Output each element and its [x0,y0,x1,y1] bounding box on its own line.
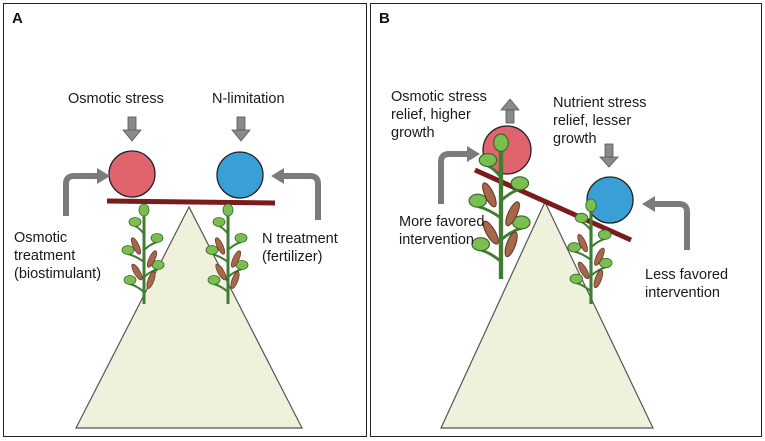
text-line: (biostimulant) [14,266,102,282]
down-arrow-icon [599,143,619,168]
nutrient-stress-ball [586,176,634,224]
balance-beam [106,198,276,206]
osmotic-relief-label: Osmotic stress relief, higher growth [391,88,487,142]
up-arrow-icon [500,98,520,124]
treatment-arrow-left-icon [63,168,110,216]
panel-b: B Osmotic stress rel [370,3,762,437]
nutrient-relief-label: Nutrient stress relief, lesser growth [553,94,646,148]
treatment-arrow-right-icon [271,168,321,220]
text-line: Osmotic [14,230,68,246]
less-favored-intervention-arrow-icon [642,196,690,250]
text-line: N treatment [262,231,338,247]
panel-b-diagram [438,98,690,429]
n-limitation-label: N-limitation [212,91,285,107]
fulcrum-triangle [440,200,654,429]
n-treatment-label: N treatment (fertilizer) [262,230,338,266]
nitrogen-limitation-ball [216,151,264,199]
favored-intervention-arrow-icon [438,146,480,204]
osmotic-treatment-label: Osmotic treatment (biostimulant) [14,229,101,283]
text-line: growth [391,125,435,141]
more-favored-label: More favored intervention [399,213,484,249]
text-line: treatment [14,248,76,264]
osmotic-stress-ball [108,150,156,198]
panel-a-diagram [63,116,321,429]
text-line: intervention [399,232,474,248]
panel-b-label: B [379,10,390,27]
text-line: growth [553,131,597,147]
plant-illustration [468,133,531,279]
plant-illustration [205,203,249,304]
osmotic-stress-label: Osmotic stress [68,91,164,107]
panel-a-label: A [12,10,23,27]
plant-illustration [567,198,613,304]
less-favored-label: Less favored intervention [645,266,728,302]
down-arrow-icon [231,116,251,142]
text-line: More favored [399,214,485,230]
fulcrum-triangle [75,205,303,429]
down-arrow-icon [122,116,142,142]
text-line: (fertilizer) [262,249,323,265]
text-line: intervention [645,285,720,301]
text-line: relief, higher [391,107,471,123]
plant-illustration [121,203,165,304]
text-line: Less favored [645,267,729,283]
text-line: Nutrient stress [553,95,647,111]
text-line: Osmotic stress [391,89,487,105]
text-line: relief, lesser [553,113,632,129]
panel-a: A Osmotic stress N-limitation [3,3,367,437]
